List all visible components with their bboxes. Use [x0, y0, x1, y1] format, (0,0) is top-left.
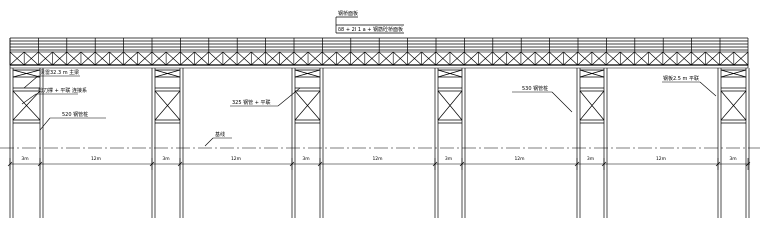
truss-diagonal [705, 51, 720, 66]
mid-bracing-label: 325 钢管 + 平联 [232, 99, 271, 106]
span-dimension-label: 3m [587, 156, 594, 162]
pile-label-right: 530 钢管桩 [522, 85, 548, 92]
truss-diagonal [293, 51, 309, 66]
span-dimension-label: 3m [445, 156, 452, 162]
brace-diagonal [154, 90, 181, 121]
brace-diagonal [720, 69, 747, 78]
annotation-leaders [21, 75, 717, 147]
truss-diagonal [109, 51, 124, 66]
pile-group [576, 68, 608, 218]
pile-groups [9, 68, 750, 218]
span-dimension-label: 3m [162, 156, 169, 162]
truss-diagonal [165, 51, 181, 66]
truss-diagonal [350, 51, 366, 66]
truss-diagonal [478, 51, 493, 66]
span-dimension-label: 3m [302, 156, 309, 162]
truss-band [9, 51, 749, 69]
span-dimension-label: 3m [21, 156, 28, 162]
span-dimension-label: 12m [514, 156, 524, 162]
datum-label: 基线 [215, 131, 225, 138]
truss-diagonal [251, 51, 266, 66]
truss-diagonal [676, 51, 692, 66]
dimension-line [7, 158, 751, 170]
pile-group [9, 68, 44, 218]
truss-diagonal [662, 51, 678, 66]
truss-diagonal [80, 51, 96, 66]
brace-diagonal [437, 69, 463, 78]
brace-diagonal [437, 90, 463, 121]
truss-diagonal [279, 51, 295, 66]
truss-diagonal [38, 51, 53, 66]
truss-diagonal [492, 51, 507, 66]
truss-diagonal [307, 51, 323, 66]
truss-diagonal [577, 51, 593, 66]
truss-diagonal [180, 51, 195, 66]
truss-diagonal [364, 51, 380, 66]
truss-diagonal [534, 51, 550, 66]
truss-diagonal [52, 51, 67, 66]
truss-diagonal [222, 51, 238, 66]
brace-diagonal [12, 69, 41, 78]
truss-diagonal [378, 51, 394, 66]
truss-diagonal [449, 51, 465, 66]
pile-group [151, 68, 184, 218]
truss-diagonal [208, 51, 224, 66]
brace-diagonal [294, 90, 321, 121]
brace-diagonal [154, 69, 181, 78]
title-label: 钢桥面板 [338, 10, 358, 17]
truss-diagonal [549, 51, 564, 66]
truss-diagonal [392, 51, 408, 66]
truss-diagonal [435, 51, 451, 66]
truss-diagonal [151, 51, 167, 66]
span-dimension-label: 3m [729, 156, 736, 162]
truss-diagonal [634, 51, 649, 66]
truss-diagonal [506, 51, 522, 66]
brace-diagonal [12, 90, 41, 121]
span-dimension-label: 12m [91, 156, 101, 162]
truss-diagonal [23, 51, 39, 66]
pile-group [434, 68, 466, 218]
steel-label-right: 钢板2.5 m 平联 [663, 75, 699, 82]
pile-group [717, 68, 750, 218]
title-detail: δ8 + 2I 1 a + 钢筋砼桥面板 [338, 26, 403, 33]
truss-diagonal [66, 51, 82, 66]
pile-group [291, 68, 324, 218]
truss-diagonal [421, 51, 436, 66]
truss-diagonal [137, 51, 153, 66]
span-dimension-label: 12m [656, 156, 666, 162]
span-dimension-label: 12m [231, 156, 241, 162]
title-block [335, 16, 404, 34]
truss-diagonal [719, 51, 735, 66]
truss-diagonal [563, 51, 578, 66]
truss-diagonal [463, 51, 479, 66]
truss-diagonal [520, 51, 536, 66]
span-dimension-label: 12m [372, 156, 382, 162]
truss-diagonal [9, 51, 25, 66]
truss-diagonal [194, 51, 209, 66]
truss-diagonal [691, 51, 706, 66]
truss-diagonal [605, 51, 621, 66]
truss-diagonal [648, 51, 664, 66]
brace-diagonal [720, 90, 747, 121]
truss-diagonal [620, 51, 635, 66]
beam-label: 贝雷32.3 m 主梁 [40, 69, 79, 76]
brace-diagonal [294, 69, 321, 78]
truss-diagonal [236, 51, 252, 66]
brace-diagonal [579, 69, 605, 78]
truss-diagonal [123, 51, 138, 66]
pile-label-left: 520 钢管桩 [62, 111, 88, 118]
brace-diagonal [579, 90, 605, 121]
deck [9, 37, 749, 68]
bracing-label: 剪刀撑 + 平联 连接系 [38, 87, 87, 94]
truss-diagonal [336, 51, 351, 66]
truss-diagonal [265, 51, 280, 66]
truss-diagonal [322, 51, 337, 66]
truss-diagonal [94, 51, 110, 66]
truss-diagonal [733, 51, 749, 66]
truss-diagonal [591, 51, 607, 66]
truss-diagonal [407, 51, 422, 66]
